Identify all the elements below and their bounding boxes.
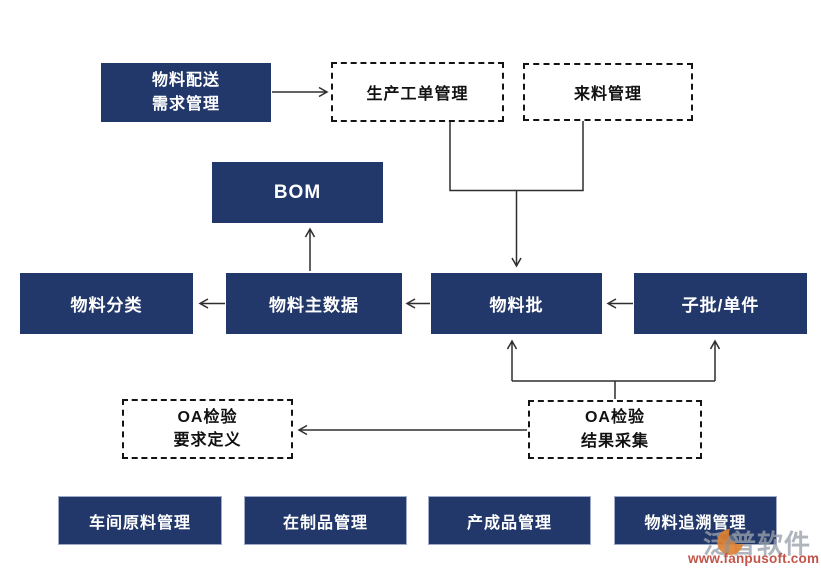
node-label-line2: 需求管理 <box>151 95 220 113</box>
node-finished-product: 产成品管理 <box>428 496 591 545</box>
node-work-in-process: 在制品管理 <box>244 496 407 545</box>
node-material-distribution-demand: 物料配送 需求管理 <box>101 63 271 122</box>
node-label: 来料管理 <box>573 86 642 103</box>
node-label: 在制品管理 <box>282 514 368 532</box>
watermark-url-text: www.fanpusoft.com <box>688 551 820 566</box>
node-label: 子批/单件 <box>681 296 760 315</box>
node-production-work-order: 生产工单管理 <box>331 62 504 122</box>
node-material-master-data: 物料主数据 <box>226 273 402 334</box>
node-label: 物料分类 <box>70 296 143 315</box>
node-label: 物料主数据 <box>269 296 359 315</box>
node-label: 产成品管理 <box>466 514 552 532</box>
edge-result-stem <box>512 380 715 399</box>
node-material-classification: 物料分类 <box>20 273 193 334</box>
node-label-line1: OA检验 <box>584 409 645 427</box>
node-bom: BOM <box>212 162 383 223</box>
edge-merge-trunk <box>449 121 584 192</box>
node-material-traceability: 物料追溯管理 <box>614 496 777 545</box>
node-label: 车间原料管理 <box>88 514 191 532</box>
node-oa-inspection-result: OA检验 结果采集 <box>528 400 702 459</box>
node-label: BOM <box>273 181 322 203</box>
node-label: 生产工单管理 <box>366 86 469 103</box>
node-label-line1: 物料配送 <box>151 72 220 90</box>
node-oa-inspection-requirement: OA检验 要求定义 <box>122 399 293 459</box>
node-sub-batch-unit: 子批/单件 <box>634 273 807 334</box>
node-label: 物料追溯管理 <box>644 514 747 532</box>
node-workshop-raw-material: 车间原料管理 <box>58 496 222 545</box>
node-label: 物料批 <box>489 296 544 315</box>
node-incoming-material: 来料管理 <box>523 63 693 121</box>
node-material-batch: 物料批 <box>431 273 602 334</box>
node-label-line2: 结果采集 <box>580 432 649 450</box>
node-label-line2: 要求定义 <box>173 432 242 449</box>
node-label-line1: OA检验 <box>177 408 238 426</box>
fanpu-logo-icon <box>717 529 743 555</box>
